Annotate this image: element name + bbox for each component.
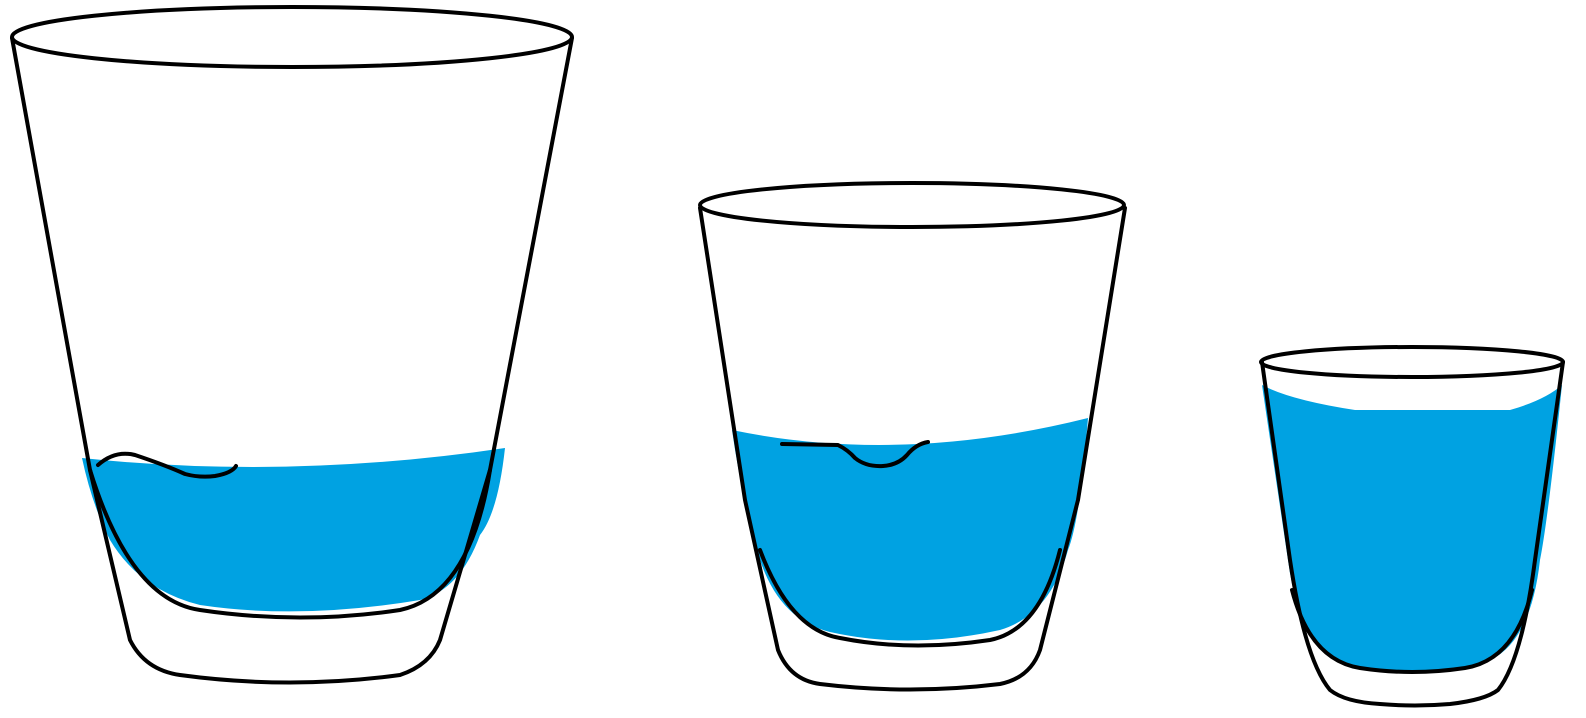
medium-glass [700, 183, 1125, 690]
medium-glass-rim [700, 183, 1124, 227]
large-glass-rim [12, 7, 572, 67]
small-glass-rim [1261, 347, 1563, 377]
large-glass [12, 7, 572, 683]
small-glass [1261, 347, 1563, 706]
